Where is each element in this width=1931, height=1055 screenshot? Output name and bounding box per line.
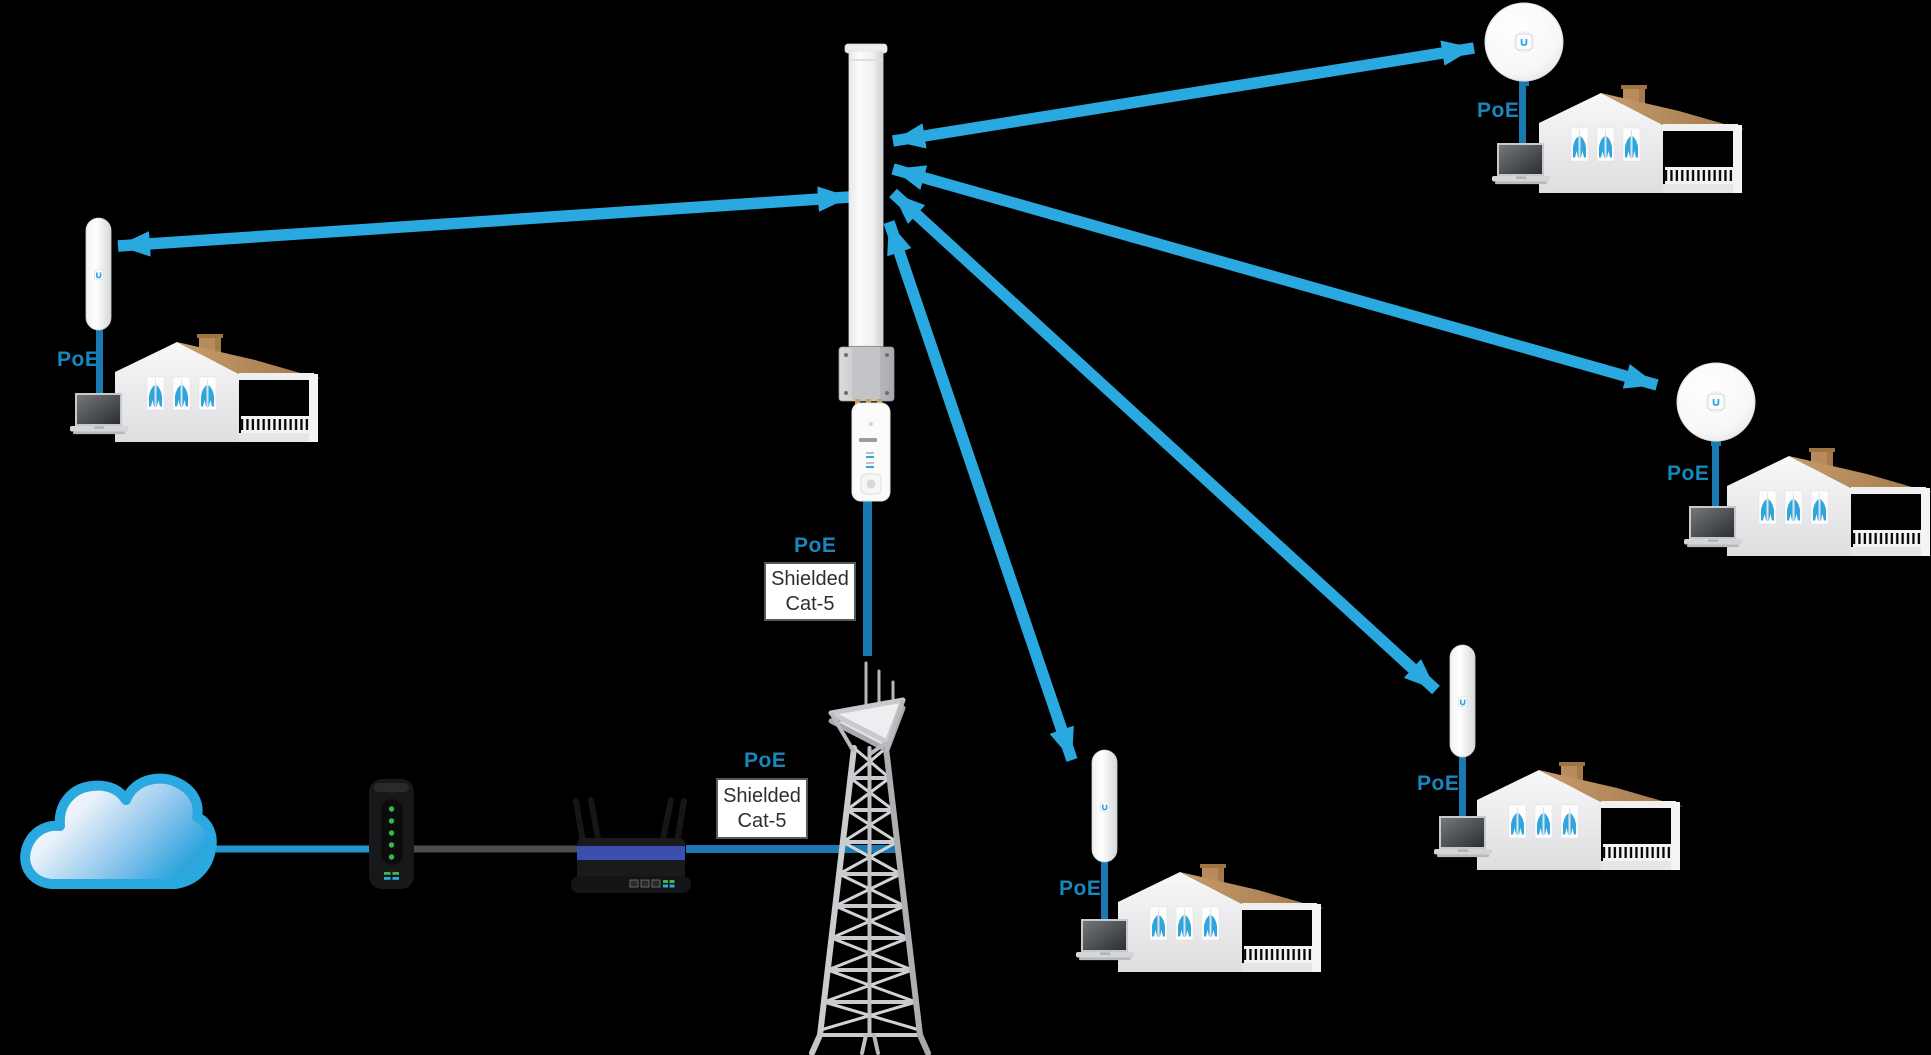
shielded-cat5-label-tower: Shielded Cat-5 [716, 778, 808, 839]
basestation-poe-cable [863, 499, 872, 656]
wifi-router-icon [571, 797, 691, 893]
poe-label-left-house: PoE [57, 348, 100, 371]
cpe-antenna-icon [85, 217, 112, 331]
poe-label-tower: PoE [744, 749, 787, 772]
antenna-mount-bracket [838, 346, 895, 402]
wireless-link-arrow-left-house [117, 186, 851, 257]
laptop-icon [1076, 919, 1134, 961]
rocket-radio-icon [851, 402, 891, 502]
shielded-cat5-line2: Cat-5 [785, 592, 835, 615]
wireless-link-arrow-top-right-house [892, 40, 1475, 149]
dish-antenna-icon [1484, 2, 1564, 87]
cloud-icon [20, 773, 217, 889]
cloud-to-modem-line [195, 845, 373, 853]
omni-antenna-icon [838, 43, 895, 406]
laptop-icon [1434, 816, 1492, 858]
wireless-link-arrow-mid-right-house [891, 163, 1659, 391]
house-icon [1727, 448, 1931, 556]
shielded-cat5-line2: Cat-5 [737, 809, 787, 832]
laptop-icon [1492, 143, 1550, 185]
wireless-link-arrow-bottom-middle-house [883, 220, 1078, 762]
router-to-tower-cable [686, 845, 897, 853]
poe-label-right-house: PoE [1417, 772, 1460, 795]
modem-to-router-line [410, 845, 582, 853]
poe-label-top-right: PoE [1477, 99, 1520, 122]
tower-top-platform [828, 697, 906, 756]
laptop-icon [1684, 506, 1742, 548]
poe-label-bottom-middle: PoE [1059, 877, 1102, 900]
poe-cable-mid-right-house [1712, 438, 1719, 511]
lattice-tower-icon [809, 661, 931, 1055]
cpe-antenna-icon [1449, 644, 1476, 758]
poe-cable-bottom-middle-house [1101, 856, 1108, 924]
laptop-icon [70, 393, 128, 435]
shielded-cat5-label-basestation: Shielded Cat-5 [764, 562, 856, 621]
house-icon [115, 334, 321, 442]
house-icon [1477, 762, 1683, 870]
poe-cable-right-house [1459, 753, 1466, 821]
shielded-cat5-line1: Shielded [723, 784, 801, 807]
shielded-cat5-line1: Shielded [771, 567, 849, 590]
wireless-link-arrow-right-house [889, 188, 1440, 695]
poe-cable-left-house [96, 326, 103, 398]
poe-label-basestation: PoE [794, 534, 837, 557]
wireless-links [117, 40, 1659, 762]
dish-antenna-icon [1676, 362, 1756, 447]
modem-status-leds [388, 806, 395, 860]
router-ports [629, 879, 661, 888]
poe-label-mid-right: PoE [1667, 462, 1710, 485]
poe-cable-top-right-house [1519, 76, 1526, 148]
house-icon [1539, 85, 1745, 193]
cpe-antenna-icon [1091, 749, 1118, 863]
cable-modem-icon [369, 779, 414, 889]
house-icon [1118, 864, 1324, 972]
